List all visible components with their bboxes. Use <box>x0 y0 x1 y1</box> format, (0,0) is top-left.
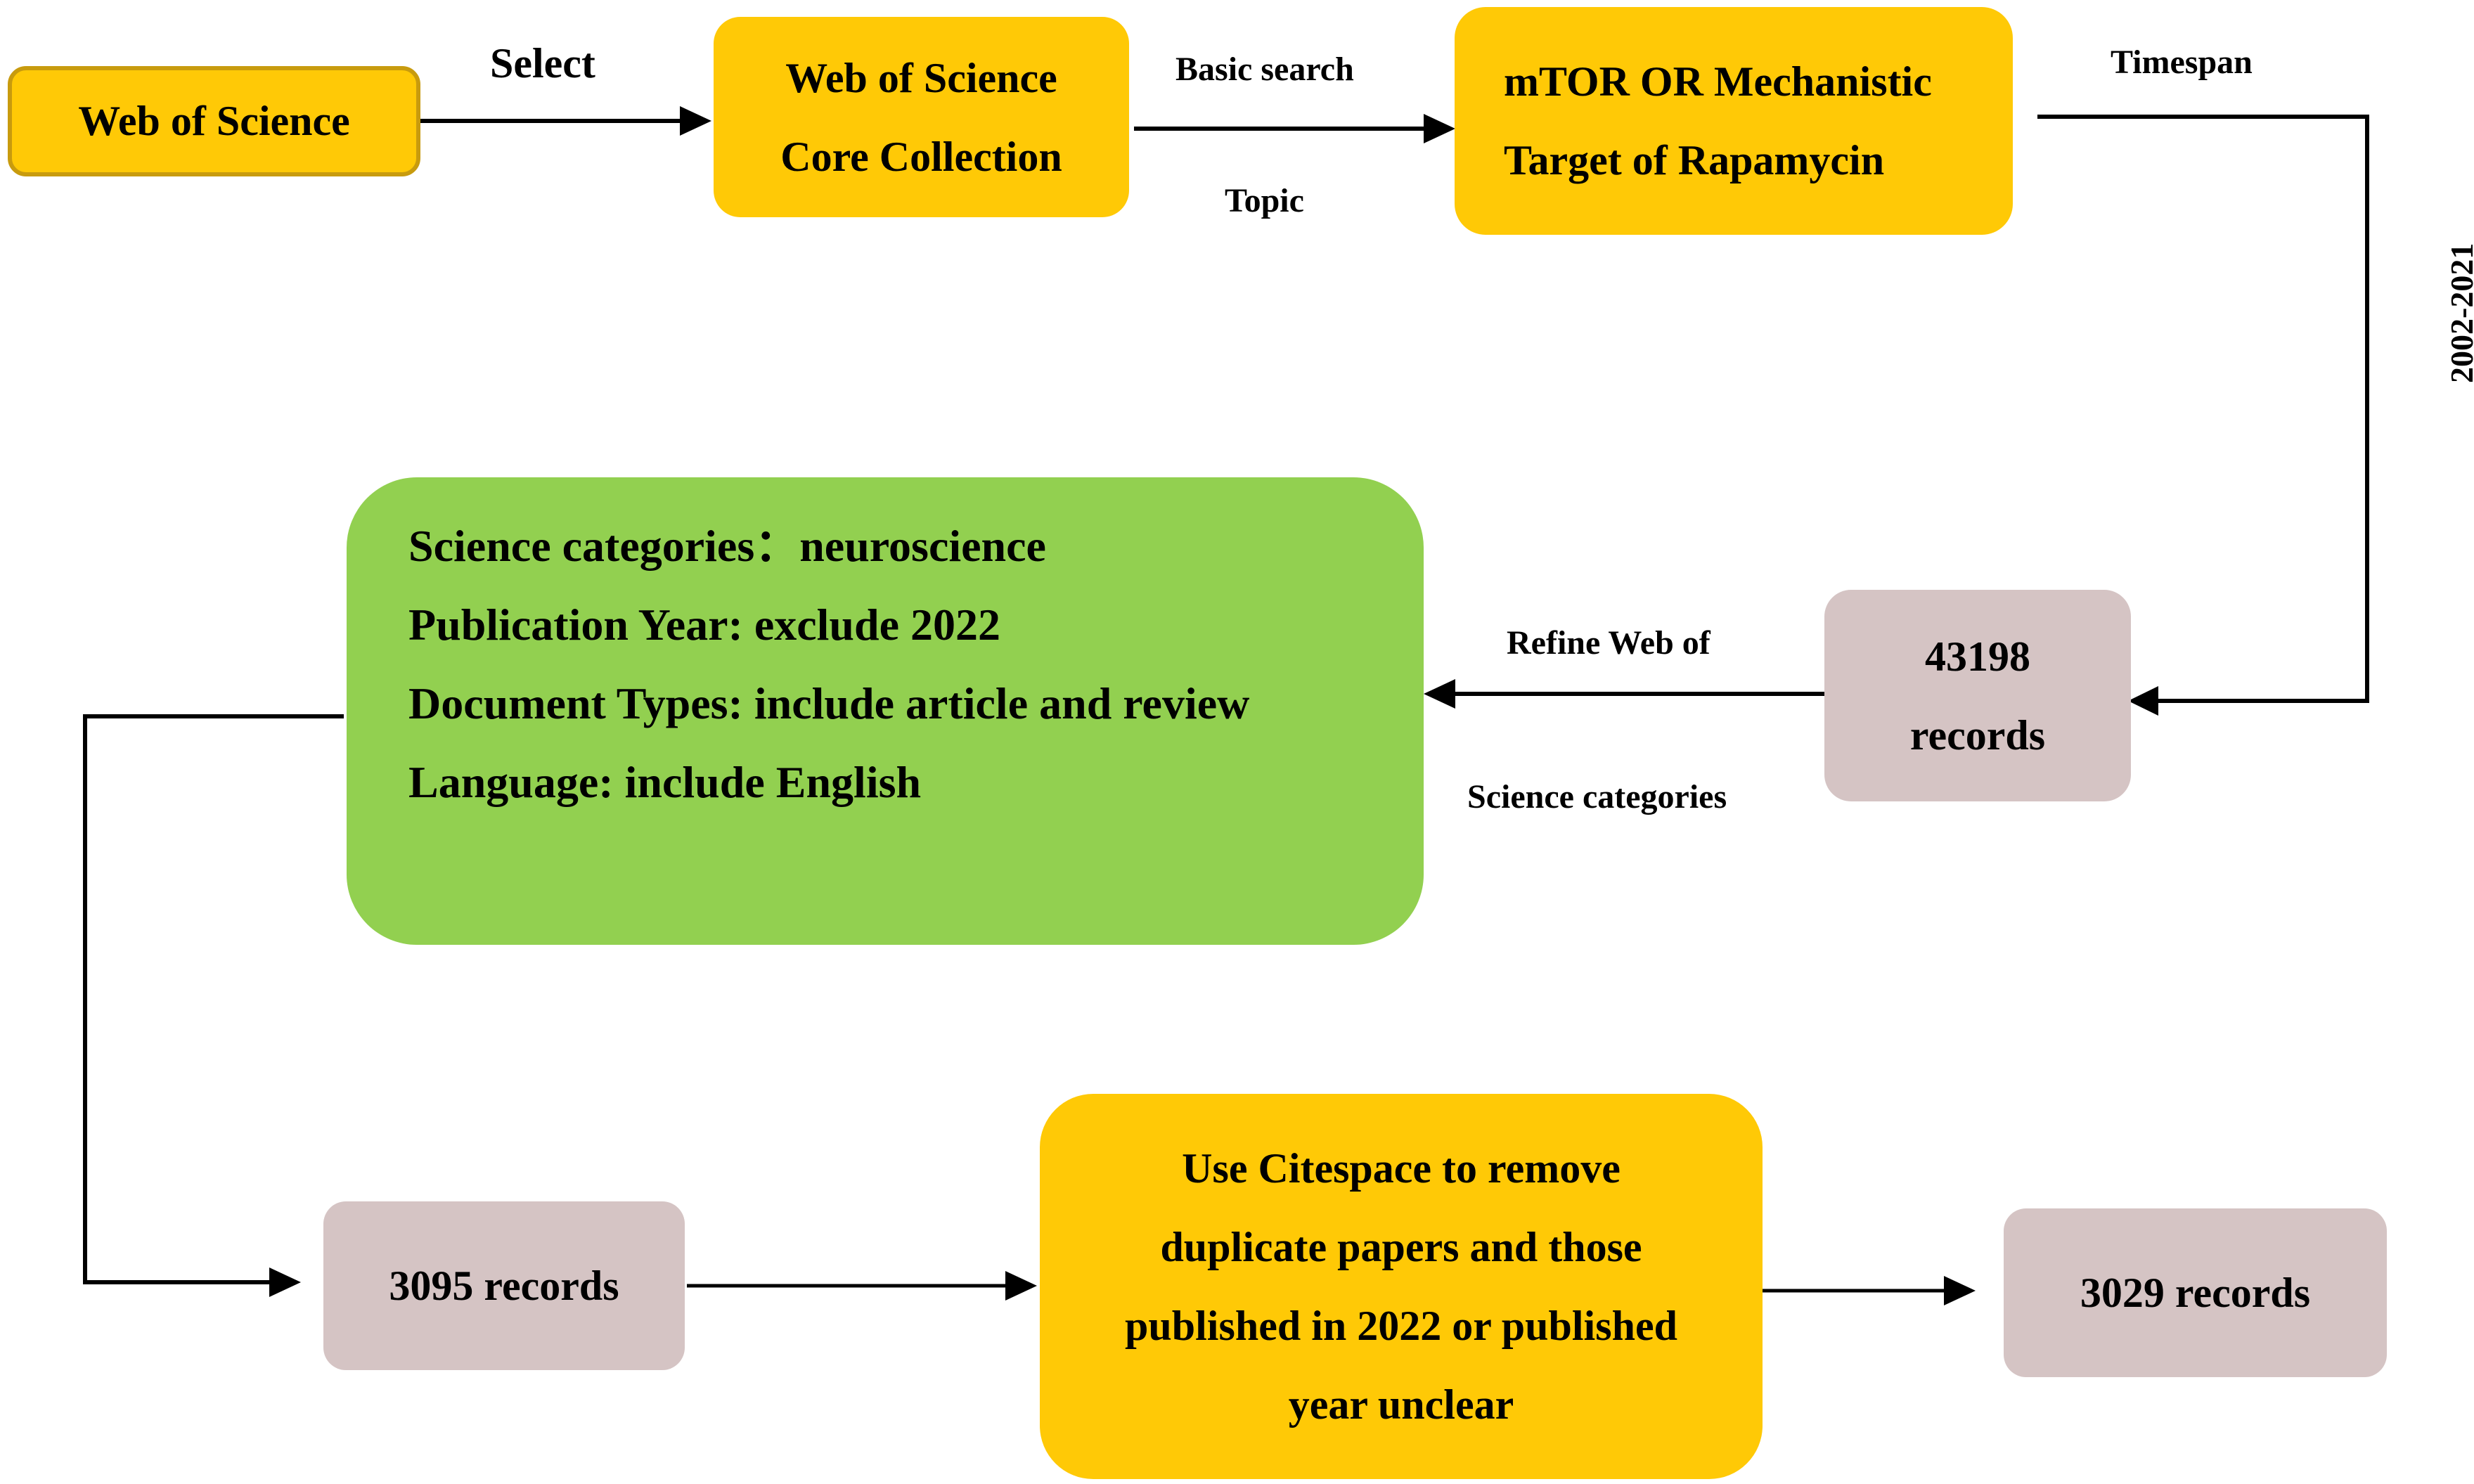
node-web-of-science-label: Web of Science <box>78 98 350 144</box>
node-search-query: mTOR OR Mechanistic Target of Rapamycin <box>1455 7 2013 235</box>
node-core-collection-line1: Web of Science <box>785 54 1057 101</box>
node-citespace-line2: duplicate papers and those <box>1160 1224 1642 1270</box>
node-citespace-line3: published in 2022 or published <box>1125 1303 1677 1349</box>
arrow-wos-to-core <box>420 106 711 136</box>
filter-science-categories: Science categories：neuroscience <box>408 521 1046 571</box>
arrow-query-to-43198 <box>2037 115 2369 716</box>
edge-label-basic-search: Basic search <box>1175 51 1354 88</box>
node-citespace-line4: year unclear <box>1288 1381 1514 1428</box>
node-core-collection: Web of Science Core Collection <box>714 17 1129 217</box>
edge-label-select: Select <box>490 40 595 86</box>
node-43198-records: 43198 records <box>1824 590 2131 801</box>
node-3095-records-label: 3095 records <box>389 1262 619 1309</box>
node-core-collection-line2: Core Collection <box>780 133 1062 180</box>
node-43198-records-line1: 43198 <box>1925 633 2030 680</box>
node-3029-records: 3029 records <box>2004 1208 2387 1377</box>
filter-publication-year: Publication Year: exclude 2022 <box>408 600 1000 650</box>
arrow-filters-to-3095 <box>83 714 344 1297</box>
node-search-query-line1: mTOR OR Mechanistic <box>1504 58 1932 105</box>
arrow-3095-to-citespace <box>687 1271 1037 1301</box>
arrow-citespace-to-3029 <box>1763 1276 1976 1305</box>
edge-label-years: 2002-2021 <box>2444 243 2474 383</box>
arrow-core-to-query <box>1134 114 1455 143</box>
node-3029-records-label: 3029 records <box>2080 1269 2311 1316</box>
node-3095-records: 3095 records <box>323 1201 685 1370</box>
node-refine-filters: Science categories：neuroscience Publicat… <box>347 477 1424 945</box>
filter-language: Language: include English <box>408 757 922 807</box>
edge-label-timespan: Timespan <box>2111 44 2253 81</box>
node-citespace-line1: Use Citespace to remove <box>1182 1145 1621 1192</box>
filter-document-types: Document Types: include article and revi… <box>408 678 1250 728</box>
arrow-43198-to-filters <box>1424 679 1824 709</box>
edge-label-refine-line2: Science categories <box>1467 778 1727 815</box>
node-citespace-dedup: Use Citespace to remove duplicate papers… <box>1040 1094 1763 1479</box>
node-search-query-line2: Target of Rapamycin <box>1504 137 1885 183</box>
edge-label-refine-line1: Refine Web of <box>1507 624 1710 662</box>
node-web-of-science: Web of Science <box>8 66 420 176</box>
node-43198-records-line2: records <box>1909 711 2046 759</box>
edge-label-topic: Topic <box>1225 182 1304 219</box>
